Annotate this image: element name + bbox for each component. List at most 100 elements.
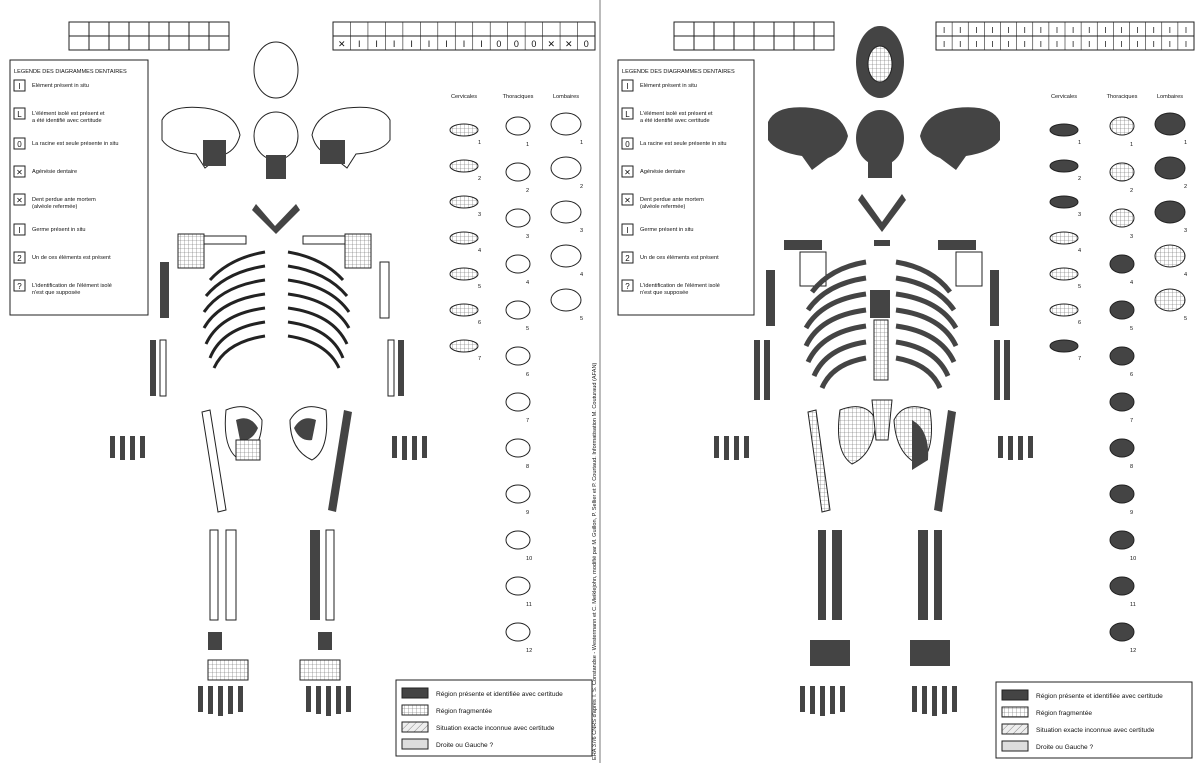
legend-text: Un de ces éléments est présent [32, 255, 111, 261]
cervical-vertebra [450, 340, 478, 352]
legend-text: Agénésie dentaire [640, 169, 685, 175]
tooth-symbol: I [943, 26, 945, 35]
vertebra-number: 2 [526, 188, 529, 194]
legend-text: L'élément isolé est présent et [32, 111, 105, 117]
region-label: Droite ou Gauche ? [436, 742, 494, 749]
vertebra-header: Lombaires [553, 94, 579, 100]
cervical-vertebra [1050, 160, 1078, 172]
legend-text: Dent perdue ante mortem [640, 197, 704, 203]
cervical-vertebra [1050, 196, 1078, 208]
skeleton-body [110, 204, 427, 716]
tooth-symbol: ✕ [548, 39, 556, 49]
vertebra-number: 4 [1130, 280, 1133, 286]
region-label: Région fragmentée [1036, 710, 1092, 717]
legend-text: La racine est seule présente in situ [32, 141, 118, 147]
vertebra-number: 9 [1130, 510, 1133, 516]
tooth-symbol: I [410, 39, 413, 49]
region-swatch [402, 722, 428, 732]
region-label: Droite ou Gauche ? [1036, 744, 1094, 751]
legend-symbol: ✕ [16, 196, 23, 205]
vertebra-number: 2 [1184, 184, 1187, 190]
tooth-symbol: I [358, 39, 361, 49]
legend-symbol: I [626, 82, 628, 91]
cervical-vertebra [1050, 340, 1078, 352]
vertebra-number: 2 [478, 176, 481, 182]
tooth-symbol: I [1136, 40, 1138, 49]
region-label: Situation exacte inconnue avec certitude [436, 725, 555, 732]
dental-legend-right: LEGENDE DES DIAGRAMMES DENTAIRES I Elément… [618, 60, 754, 315]
vertebra-number: 2 [1130, 188, 1133, 194]
legend-text: (alvéole refermée) [32, 204, 78, 210]
thoracic-vertebra [506, 531, 530, 549]
skull-diagrams [162, 42, 390, 179]
cervical-vertebra [1050, 232, 1078, 244]
vertebra-header: Thoraciques [503, 94, 534, 100]
vertebra-number: 6 [478, 320, 481, 326]
vertebra-number: 12 [526, 648, 532, 654]
tooth-symbol: I [1040, 40, 1042, 49]
legend-title: LEGENDE DES DIAGRAMMES DENTAIRES [622, 69, 735, 75]
vertebra-number: 1 [1184, 140, 1187, 146]
vertebra-number: 6 [526, 372, 529, 378]
tooth-symbol: 0 [496, 39, 501, 49]
vertebra-number: 7 [478, 356, 481, 362]
dental-chart-left-2 [674, 22, 834, 50]
vertebra-number: 5 [1078, 284, 1081, 290]
vertebra-header: Lombaires [1157, 94, 1183, 100]
thoracic-vertebra [506, 163, 530, 181]
lumbar-vertebra [1155, 289, 1185, 311]
tooth-symbol: I [1088, 26, 1090, 35]
legend-text: Elément présent in situ [32, 83, 89, 89]
cervical-vertebra [450, 232, 478, 244]
legend-symbol: I [626, 226, 628, 235]
thoracic-vertebra [506, 347, 530, 365]
tooth-symbol: I [1185, 26, 1187, 35]
thoracic-vertebra [1110, 439, 1134, 457]
tooth-symbol: I [1024, 40, 1026, 49]
legend-symbol: I [18, 226, 20, 235]
legend-text: Elément présent in situ [640, 83, 697, 89]
lumbar-vertebra [551, 201, 581, 223]
tooth-symbol: I [1104, 40, 1106, 49]
tooth-symbol: I [1040, 26, 1042, 35]
vertebra-number: 4 [1184, 272, 1187, 278]
thoracic-vertebra [1110, 347, 1134, 365]
tooth-symbol: ✕ [565, 39, 573, 49]
legend-symbol: L [625, 110, 630, 119]
vertebra-number: 1 [1078, 140, 1081, 146]
thoracic-vertebra [1110, 301, 1134, 319]
vertebra-number: 6 [1130, 372, 1133, 378]
thoracic-vertebra [506, 255, 530, 273]
tooth-symbol: I [463, 39, 466, 49]
vertebra-number: 1 [526, 142, 529, 148]
region-swatch [402, 705, 428, 715]
tooth-symbol: I [1007, 40, 1009, 49]
tooth-symbol: I [975, 40, 977, 49]
legend-text: n'est que supposée [640, 290, 688, 296]
vertebrae-right: CervicalesThoraciquesLombaires1234567123… [1050, 94, 1187, 654]
vertebra-number: 3 [526, 234, 529, 240]
dental-chart-left [69, 22, 229, 50]
legend-text: n'est que supposée [32, 290, 80, 296]
tooth-symbol: I [1007, 26, 1009, 35]
legend-text: L'identification de l'élément isolé [640, 283, 720, 289]
cervical-vertebra [1050, 304, 1078, 316]
tooth-symbol: I [1169, 26, 1171, 35]
vertebra-number: 3 [1078, 212, 1081, 218]
tooth-symbol: I [1136, 26, 1138, 35]
vertebra-number: 4 [580, 272, 583, 278]
tooth-symbol: I [991, 26, 993, 35]
legend-symbol: ✕ [624, 168, 631, 177]
vertebra-number: 4 [478, 248, 481, 254]
vertebra-number: 1 [478, 140, 481, 146]
cervical-vertebra [450, 304, 478, 316]
vertebra-number: 3 [1130, 234, 1133, 240]
vertebra-number: 5 [526, 326, 529, 332]
thoracic-vertebra [1110, 531, 1134, 549]
tooth-symbol: I [1185, 40, 1187, 49]
vertebra-number: 3 [1184, 228, 1187, 234]
lumbar-vertebra [551, 157, 581, 179]
